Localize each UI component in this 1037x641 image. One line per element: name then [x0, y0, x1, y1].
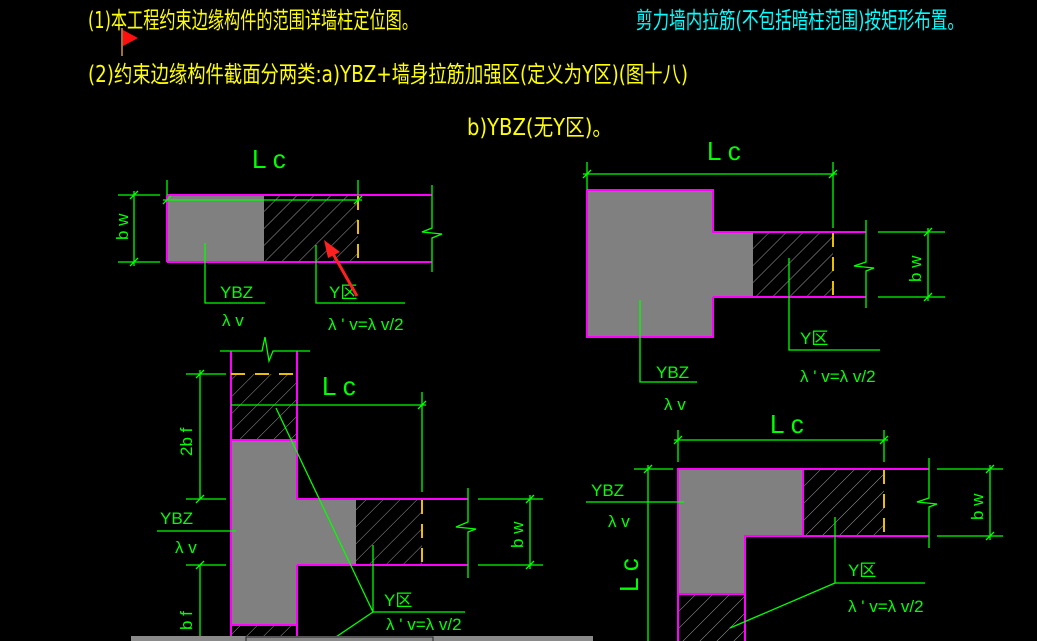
bottom-scrollbar[interactable] — [131, 636, 593, 641]
y-zone-label: Y区 — [384, 591, 412, 610]
lc-vertical-dimension-label: L c — [614, 558, 644, 592]
bf-dimension-label: b f — [177, 611, 196, 630]
note-line-1-right: 剪力墙内拉筋(不包括暗柱范围)按矩形布置。 — [636, 8, 964, 34]
figure-end-column: L c b w YBZ λ v Y区 λ ' v=λ v/2 — [582, 136, 945, 414]
ybz-label: YBZ — [220, 283, 253, 302]
lambda-prime-label: λ ' v=λ v/2 — [800, 367, 876, 386]
lambda-v-label: λ v — [664, 395, 686, 414]
note-line-3: b)YBZ(无Y区)。 — [467, 115, 612, 141]
red-arrow-annotation-icon — [324, 240, 359, 297]
lambda-prime-label: λ ' v=λ v/2 — [386, 615, 462, 634]
lambda-v-label: λ v — [222, 311, 244, 330]
y-zone-label: Y区 — [800, 329, 828, 348]
scrollbar-thumb[interactable] — [245, 636, 434, 641]
lc-dimension-label: L c — [252, 144, 286, 174]
lambda-v-label: λ v — [175, 538, 197, 557]
bw-dimension-label: b w — [906, 255, 925, 282]
figure-t-wall: L c 2b f b f b w YBZ λ v Y区 λ ' v=λ v/2 — [157, 336, 543, 641]
flag-marker-icon — [121, 28, 138, 56]
two-bf-dimension-label: 2b f — [177, 427, 196, 456]
y-zone-label: Y区 — [848, 561, 876, 580]
bw-dimension-label: b w — [113, 213, 132, 240]
ybz-label: YBZ — [656, 363, 689, 382]
lambda-prime-label: λ ' v=λ v/2 — [328, 315, 404, 334]
note-line-1: (1)本工程约束边缘构件的范围详墙柱定位图。 — [88, 8, 418, 34]
note-line-2: (2)约束边缘构件截面分两类:a)YBZ+墙身拉筋加强区(定义为Y区)(图十八) — [88, 62, 688, 88]
figure-straight-wall: L c b w YBZ λ v Y区 λ ' v=λ v/2 — [113, 144, 443, 334]
bw-dimension-label: b w — [508, 521, 527, 548]
y-zone-label: Y区 — [329, 283, 357, 302]
bw-dimension-label: b w — [968, 493, 987, 520]
lc-dimension-label: L c — [770, 409, 804, 439]
figure-l-wall: L c b w L c YBZ λ v Y区 λ ' v=λ v/2 — [586, 409, 1003, 641]
lambda-v-label: λ v — [608, 512, 630, 531]
ybz-label: YBZ — [591, 481, 624, 500]
lc-dimension-label: L c — [707, 136, 741, 166]
ybz-label: YBZ — [160, 509, 193, 528]
lc-dimension-label: L c — [322, 371, 356, 401]
lambda-prime-label: λ ' v=λ v/2 — [848, 597, 924, 616]
